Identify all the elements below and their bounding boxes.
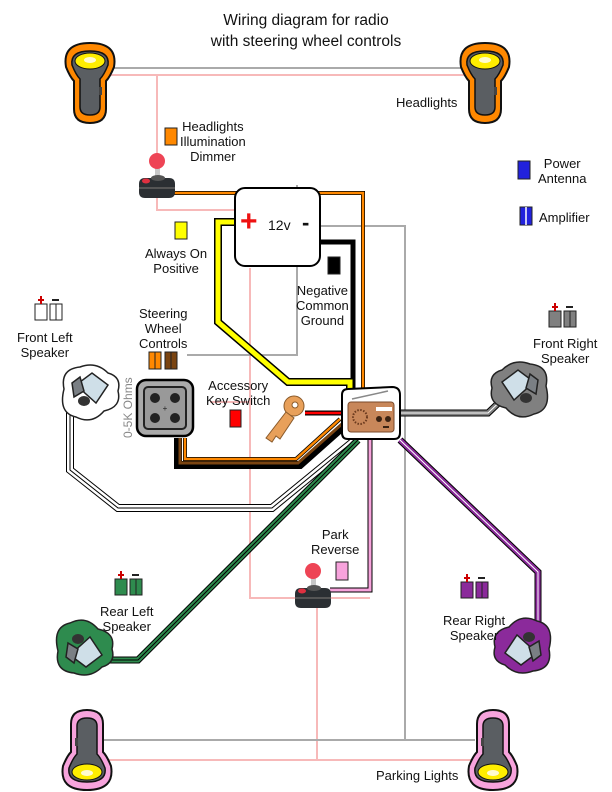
swatch-park-reverse [335,561,349,581]
dimmer-switch-icon [139,153,175,198]
label-rear-left-line: Speaker [102,619,151,634]
swatch-illumination [164,127,178,146]
front-left-polarity [34,296,63,321]
label-resistance: 0-5K Ohms [121,377,135,438]
label-always-on-line: Positive [153,261,199,276]
label-headlights: Headlights [396,95,458,110]
label-park-reverse-line: Reverse [311,542,360,557]
rear-right-speaker-icon [493,617,552,674]
label-negative-ground-line: Common [296,298,349,313]
label-front-right: Front Right Speaker [533,336,597,366]
label-negative-ground-line: Ground [300,313,345,328]
park-reverse-switch-icon [295,563,331,608]
battery-voltage: 12v [268,217,291,233]
label-power-antenna-line: Power [543,156,581,171]
label-negative-ground-line: Negative [296,283,349,298]
label-front-right-line: Speaker [540,351,590,366]
swatch-always-on [174,221,188,240]
label-steering: Steering Wheel Controls [139,306,187,351]
label-parking-lights: Parking Lights [376,768,459,783]
swatch-accessory [229,409,242,428]
rear-right-polarity [460,574,489,599]
label-power-antenna-line: Antenna [538,171,587,186]
label-accessory-line: Key Switch [206,393,271,408]
label-illumination-line: Illumination [180,134,246,149]
label-rear-right-line: Speaker [449,628,499,643]
front-left-speaker-icon [61,364,120,421]
label-negative-ground: Negative Common Ground [296,283,349,328]
label-rear-left-line: Rear Left [100,604,154,619]
front-right-polarity [548,303,577,328]
headlight-left-icon [64,41,116,125]
label-front-left: Front Left Speaker [17,330,73,360]
parking-light-left-icon [61,708,113,792]
label-accessory: Accessory Key Switch [206,378,270,408]
label-front-left-line: Front Left [17,330,73,345]
svg-text:+: + [163,404,168,413]
label-park-reverse: Park Reverse [311,527,359,557]
battery-box [234,187,321,267]
label-always-on-line: Always On [145,246,208,261]
rear-left-speaker-icon [55,619,114,676]
label-steering-line: Wheel [144,321,182,336]
label-front-right-line: Front Right [533,336,598,351]
label-always-on: Always On Positive [145,246,207,276]
label-illumination: Headlights Illumination Dimmer [180,119,246,164]
label-steering-line: Controls [139,336,188,351]
label-rear-right: Rear Right Speaker [443,613,505,643]
label-illumination-line: Headlights [182,119,244,134]
swatch-negative-ground [327,256,341,275]
label-amplifier: Amplifier [539,210,590,225]
front-right-speaker-icon [490,361,549,418]
diagram-title: Wiring diagram for radio with steering w… [0,10,612,52]
label-park-reverse-line: Park [321,527,349,542]
rear-left-polarity [114,571,143,596]
swatch-power-antenna [517,160,531,180]
headlight-right-icon [459,41,511,125]
label-steering-line: Steering [139,306,188,321]
parking-light-right-icon [467,708,519,792]
label-power-antenna: Power Antenna [538,156,586,186]
key-icon [265,395,305,443]
battery-minus: - [302,210,310,235]
battery-plus: + [240,205,258,238]
label-rear-right-line: Rear Right [443,613,506,628]
label-rear-left: Rear Left Speaker [100,604,153,634]
title-line-2: with steering wheel controls [210,33,402,50]
label-illumination-line: Dimmer [190,149,236,164]
radio-head-unit [341,385,401,440]
label-front-left-line: Speaker [20,345,70,360]
title-line-1: Wiring diagram for radio [223,12,389,29]
label-accessory-line: Accessory [208,378,269,393]
steering-control-pad: + [135,378,195,438]
